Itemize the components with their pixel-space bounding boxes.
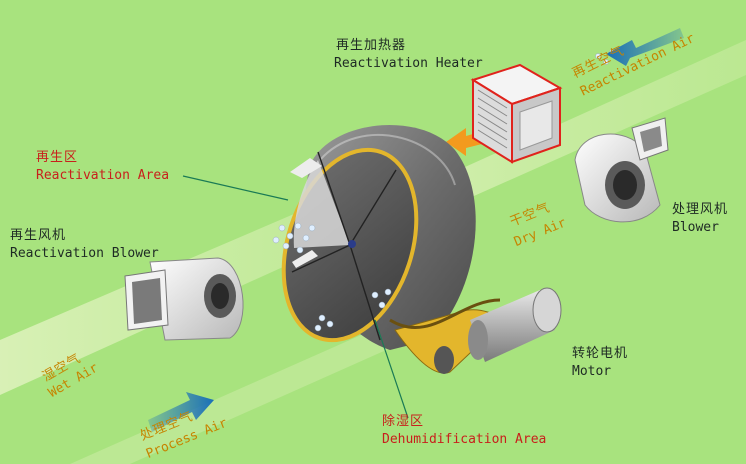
reactivation-blower-label-en: Reactivation Blower [10, 246, 159, 261]
airflow-arrow-icon [148, 392, 214, 432]
dehumidification-area-label-cn: 除湿区 [382, 414, 425, 429]
blower-icon [574, 117, 669, 223]
reactivation-blower-label-cn: 再生风机 [10, 228, 67, 243]
reactivation-area-label-cn: 再生区 [36, 150, 79, 165]
heater-icon [470, 63, 563, 164]
heater-label-cn: 再生加热器 [336, 38, 407, 53]
blower-icon [124, 257, 244, 341]
leader-lines [182, 175, 409, 419]
reactivation-area-label-en: Reactivation Area [36, 168, 170, 183]
blower-label-en: Blower [672, 220, 719, 235]
motor-label-en: Motor [572, 364, 612, 379]
dehumidification-area-label-en: Dehumidification Area [382, 432, 547, 447]
motor-icon [434, 287, 562, 374]
motor-label-cn: 转轮电机 [572, 346, 629, 361]
wet-air-beam [70, 320, 420, 464]
airflow-arrow-icon [606, 28, 684, 66]
blower-label-cn: 处理风机 [672, 202, 729, 217]
water-droplets [272, 49, 615, 332]
desiccant-wheel-icon [281, 124, 476, 350]
heater-label-en: Reactivation Heater [334, 56, 483, 71]
